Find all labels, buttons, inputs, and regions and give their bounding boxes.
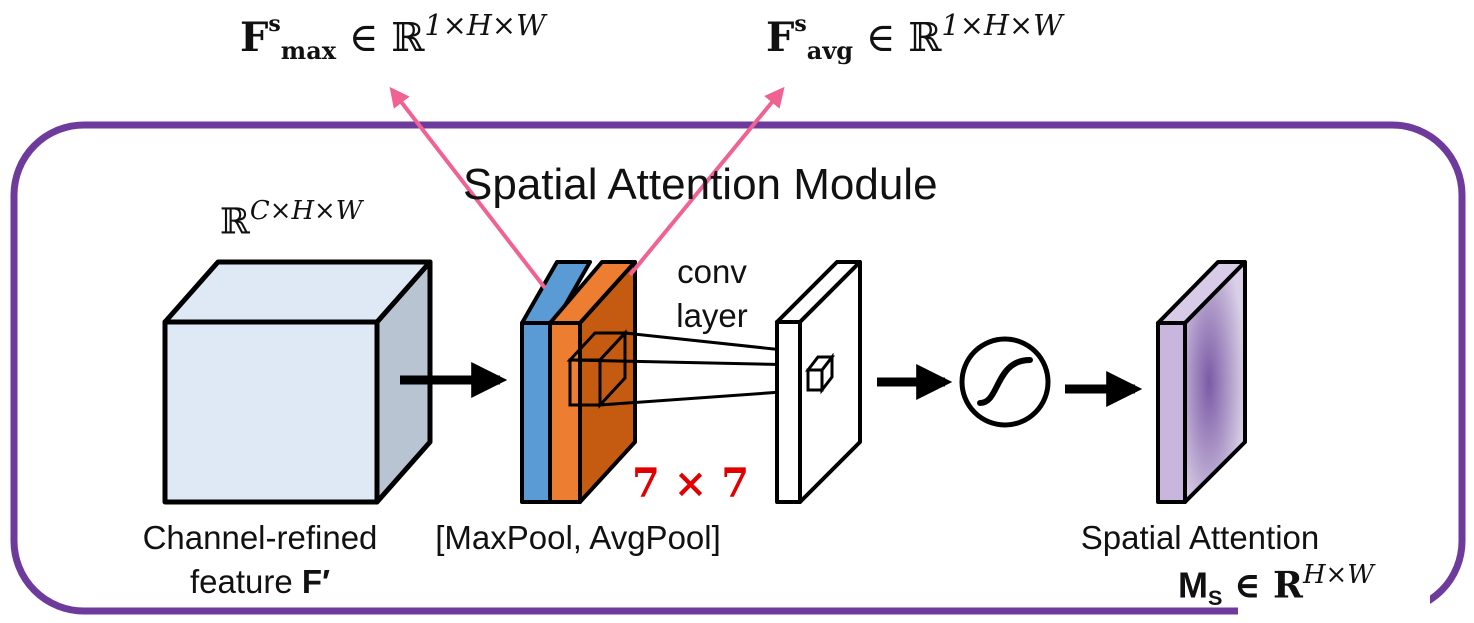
formula-background	[1238, 568, 1430, 620]
fmax-dims: 1×H×W	[424, 8, 546, 42]
output-symbol: M	[1178, 564, 1208, 606]
attention-map	[1156, 260, 1247, 504]
favg-dims: 1×H×W	[941, 8, 1063, 42]
module-frame	[10, 121, 1466, 615]
pool-caption: [MaxPool, AvgPool]	[435, 519, 721, 556]
output-set: ∈ R	[1233, 564, 1303, 607]
input-caption-text: feature	[190, 563, 302, 600]
fmax-superscript: s	[268, 11, 281, 38]
output-subscript: S	[1208, 584, 1223, 610]
output-caption: Spatial Attention	[1080, 519, 1320, 556]
input-dims-label: ℝC×H×W	[220, 196, 362, 242]
conv-layer-label: conv layer	[662, 250, 762, 338]
input-caption: Channel-refined feature F′	[110, 516, 410, 604]
input-caption-line1: Channel-refined	[142, 519, 378, 556]
sigmoid-icon	[959, 336, 1051, 428]
fmax-subscript: max	[280, 36, 337, 66]
favg-superscript: s	[794, 11, 807, 38]
fmax-symbol: F	[240, 13, 269, 61]
pink-arrow-max	[389, 86, 547, 290]
input-dims-prefix: ℝ	[220, 201, 250, 243]
output-formula: MS ∈ RH×W	[1178, 560, 1374, 611]
favg-formula: Fsavg ∈ ℝ1×H×W	[766, 8, 1063, 65]
output-dims: H×W	[1302, 560, 1374, 590]
input-dims: C×H×W	[249, 196, 363, 226]
avgpool-map-front	[548, 321, 582, 504]
fmax-set: ∈ ℝ	[348, 14, 425, 61]
input-feature-symbol: F′	[301, 563, 330, 600]
avgpool-map-side	[578, 260, 637, 504]
pooled-maps	[520, 260, 637, 504]
conv-label-line2: layer	[676, 297, 748, 334]
favg-set: ∈ ℝ	[865, 14, 942, 61]
kernel-size-label: 7 × 7	[632, 460, 750, 507]
favg-symbol: F	[766, 13, 795, 61]
conv-output-cell	[804, 352, 836, 395]
conv-label-line1: conv	[677, 253, 747, 290]
fmax-formula: Fsmax ∈ ℝ1×H×W	[240, 8, 546, 65]
input-feature-cube	[162, 259, 433, 505]
module-title: Spatial Attention Module	[463, 160, 938, 209]
input-caption-line2: feature F′	[110, 560, 410, 604]
maxpool-map	[520, 321, 552, 504]
pink-arrow-avg	[628, 86, 785, 277]
favg-subscript: avg	[806, 36, 854, 66]
